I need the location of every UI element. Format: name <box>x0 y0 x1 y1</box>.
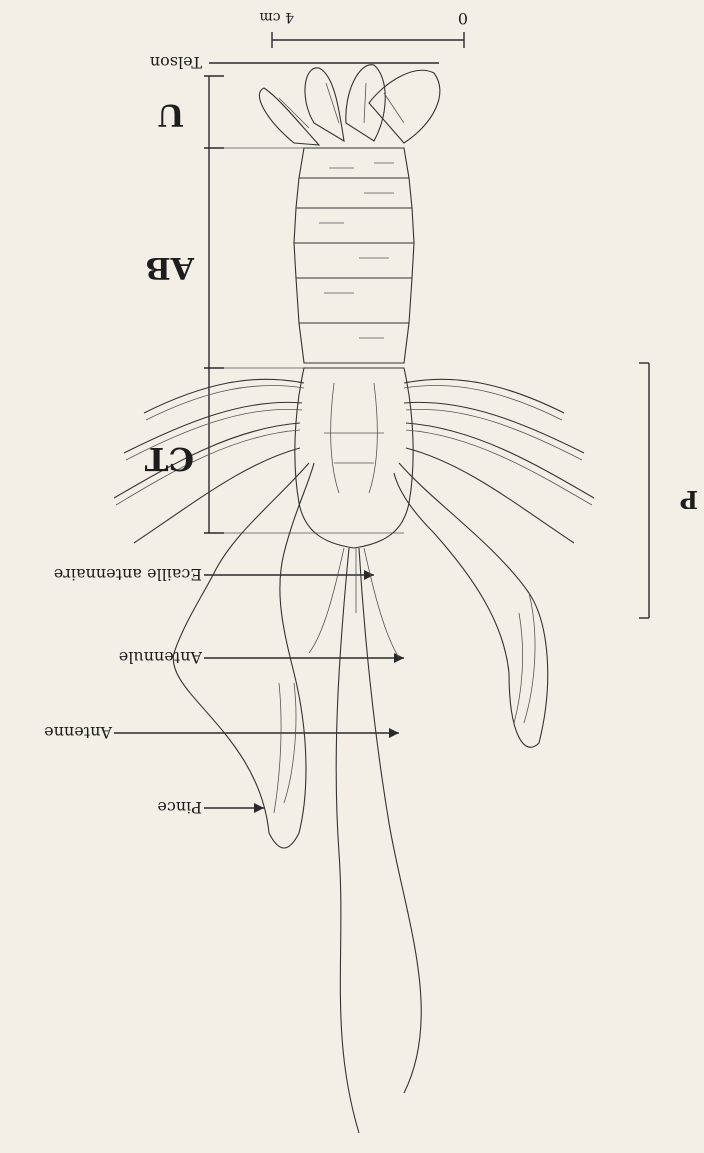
scale-zero-label: 0 <box>458 9 468 28</box>
antenne-label: Antenne <box>44 723 113 742</box>
pince-label: Pince <box>157 798 202 817</box>
p-label: P <box>680 485 698 514</box>
antennule-label: Antennule <box>119 648 203 667</box>
ct-label: CT <box>145 440 194 478</box>
u-label: U <box>158 97 184 132</box>
ab-label: AB <box>145 250 195 285</box>
ecaille-label: Ecaille antennaire <box>54 565 202 584</box>
scale-length-label: 4 cm <box>260 9 294 25</box>
telson-label: Telson <box>150 53 202 72</box>
